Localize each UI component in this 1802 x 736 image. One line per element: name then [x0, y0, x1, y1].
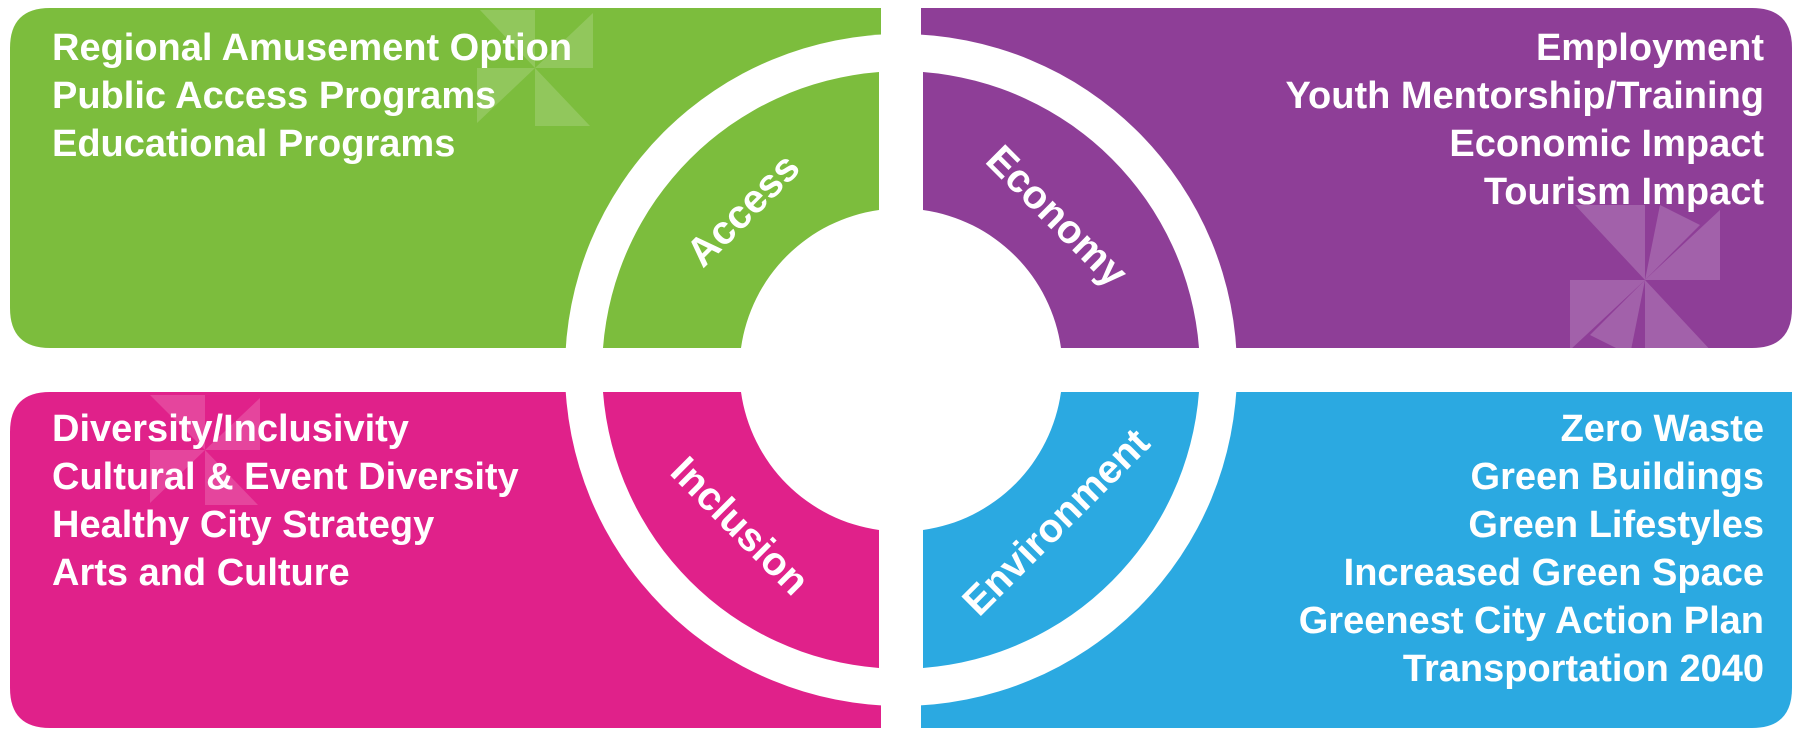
environment-ring-segment [923, 392, 1199, 668]
inclusion-item: Cultural & Event Diversity [52, 456, 519, 498]
economy-item: Employment [1535, 27, 1764, 69]
environment-item: Zero Waste [1560, 408, 1764, 450]
ring-separator [565, 34, 1237, 706]
pinwheel-watermark-economy [1570, 205, 1720, 348]
economy-ring-segment [923, 72, 1199, 348]
environment-item: Green Buildings [1470, 456, 1764, 498]
pinwheel-watermark-access [477, 10, 593, 126]
pinwheel-watermark-inclusion [150, 395, 260, 505]
environment-item: Green Lifestyles [1468, 504, 1764, 546]
economy-items-list: Employment Youth Mentorship/Training Eco… [1286, 24, 1765, 216]
inclusion-item: Healthy City Strategy [52, 504, 435, 546]
environment-item: Greenest City Action Plan [1298, 600, 1764, 642]
access-ring-segment [603, 72, 879, 348]
access-item: Educational Programs [52, 123, 456, 165]
inclusion-items-list: Diversity/Inclusivity Cultural & Event D… [52, 405, 519, 597]
economy-item: Economic Impact [1449, 123, 1764, 165]
environment-item: Increased Green Space [1343, 552, 1764, 594]
access-items-list: Regional Amusement Option Public Access … [52, 24, 572, 168]
environment-item: Transportation 2040 [1402, 648, 1764, 690]
inclusion-ring-segment [603, 392, 879, 668]
inclusion-item: Arts and Culture [52, 552, 350, 594]
access-item: Public Access Programs [52, 75, 497, 117]
environment-items-list: Zero Waste Green Buildings Green Lifesty… [1299, 405, 1764, 693]
economy-item: Youth Mentorship/Training [1285, 75, 1765, 117]
access-item: Regional Amusement Option [52, 27, 573, 69]
economy-item: Tourism Impact [1483, 171, 1764, 213]
inclusion-item: Diversity/Inclusivity [52, 408, 409, 450]
